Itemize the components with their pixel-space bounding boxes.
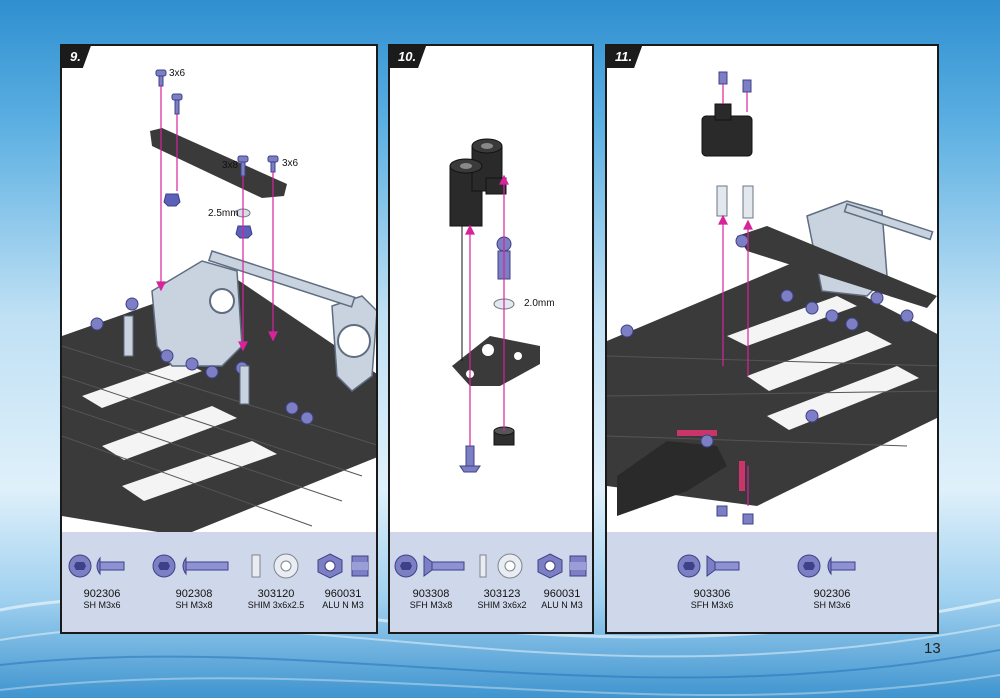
- part-description: SH M3x6: [813, 600, 851, 610]
- step-number-badge: 9.: [62, 46, 91, 68]
- step-10-panel: 2.0mm 10. 903308 SFH M3x8 303123 SHIM 3x…: [388, 44, 594, 634]
- alu-nut-icon: [317, 553, 369, 579]
- annotation-3x6-top: 3x6: [169, 68, 186, 79]
- part-description: ALU N M3: [322, 600, 364, 610]
- button-head-screw-icon: [797, 554, 856, 578]
- part-description: SH M3x6: [83, 600, 121, 610]
- step-number-badge: 10.: [390, 46, 426, 68]
- button-head-screw-icon: [152, 554, 229, 578]
- annotation-2-0mm: 2.0mm: [524, 298, 555, 309]
- part-code: 902308: [175, 588, 213, 600]
- part-description: SHIM 3x6x2: [477, 600, 527, 610]
- part-303120: 303120 SHIM 3x6x2.5: [246, 552, 306, 611]
- step-11-panel: 11. 903306 SFH M3x6 902306 SH M3x6: [605, 44, 939, 634]
- parts-list: 903308 SFH M3x8 303123 SHIM 3x6x2 960031…: [390, 532, 592, 632]
- parts-list: 903306 SFH M3x6 902306 SH M3x6: [607, 532, 937, 632]
- flat-head-screw-icon: [394, 554, 465, 578]
- part-code: 303120: [257, 588, 295, 600]
- part-code: 960031: [324, 588, 362, 600]
- annotation-3x8: 3x8: [222, 160, 239, 171]
- part-902306: 902306 SH M3x6: [66, 552, 138, 611]
- annotation-2-5mm: 2.5mm: [208, 208, 239, 219]
- part-303123: 303123 SHIM 3x6x2: [474, 552, 530, 611]
- part-code: 960031: [543, 588, 581, 600]
- step-9-panel: 3x6 3x8 3x6 2.5mm 9. 902306 SH M3x6 9023…: [60, 44, 378, 634]
- part-description: SHIM 3x6x2.5: [247, 600, 305, 610]
- shim-washer-icon: [479, 553, 523, 579]
- parts-list: 902306 SH M3x6 902308 SH M3x8 303120 SHI…: [62, 532, 376, 632]
- part-code: 303123: [483, 588, 521, 600]
- part-code: 903306: [693, 588, 731, 600]
- part-description: SH M3x8: [175, 600, 213, 610]
- part-description: SFH M3x6: [690, 600, 734, 610]
- annotation-3x6-right: 3x6: [282, 158, 299, 169]
- page-number: 13: [924, 640, 941, 657]
- part-903308: 903308 SFH M3x8: [392, 552, 470, 611]
- part-code: 902306: [83, 588, 121, 600]
- part-code: 903308: [412, 588, 450, 600]
- part-960031: 960031 ALU N M3: [312, 552, 374, 611]
- step-10-illustration: 2.0mm: [449, 138, 555, 473]
- step-number-badge: 11.: [607, 46, 642, 68]
- alu-nut-icon: [537, 553, 587, 579]
- step-9-illustration: 3x6 3x8 3x6 2.5mm: [62, 68, 376, 536]
- part-902308: 902308 SH M3x8: [150, 552, 238, 611]
- part-description: SFH M3x8: [409, 600, 453, 610]
- shim-washer-icon: [251, 553, 299, 579]
- step-11-illustration: [607, 71, 937, 525]
- part-902306: 902306 SH M3x6: [795, 552, 869, 611]
- flat-head-screw-icon: [677, 554, 740, 578]
- part-903306: 903306 SFH M3x6: [675, 552, 749, 611]
- part-code: 902306: [813, 588, 851, 600]
- part-description: ALU N M3: [541, 600, 583, 610]
- button-head-screw-icon: [68, 554, 125, 578]
- part-960031: 960031 ALU N M3: [532, 552, 592, 611]
